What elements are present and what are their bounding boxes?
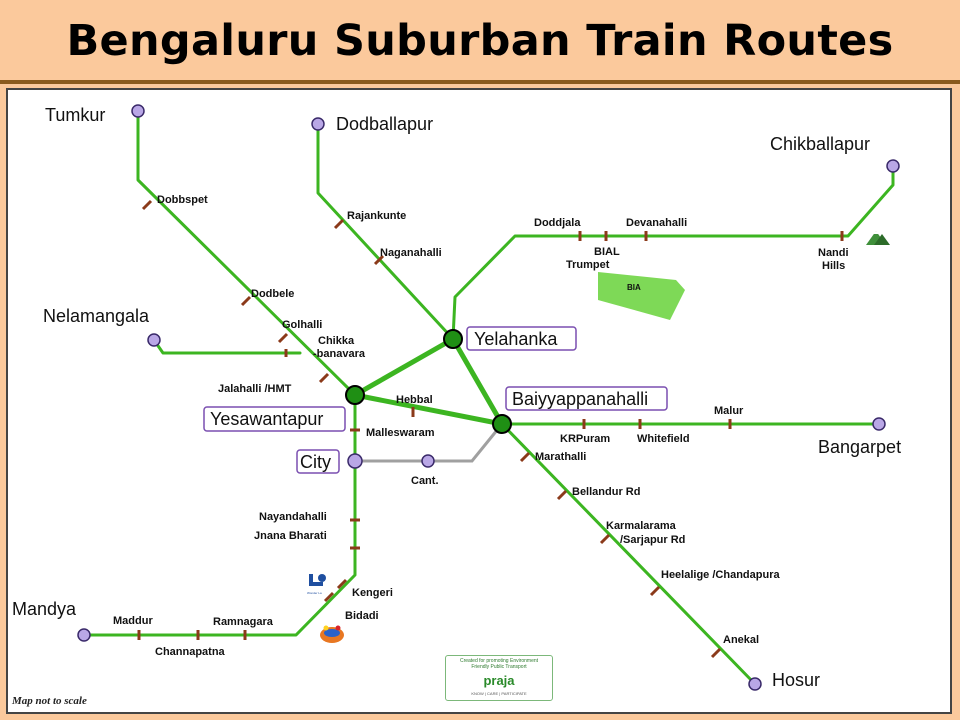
terminal-dodballapur-dot[interactable] (311, 117, 325, 131)
naganahalli-label: Naganahalli (380, 247, 442, 259)
jalahalli-label: Jalahalli /HMT (218, 383, 292, 395)
nelamangala-label: Nelamangala (43, 306, 150, 326)
dodbele-label: Dodbele (251, 288, 294, 300)
praja-footer: KNOW | CARE | PARTICIPATE (471, 691, 527, 696)
doddjala-label: Doddjala (534, 217, 581, 229)
hub-yesawantapur-dot[interactable] (345, 385, 365, 405)
terminal-bangarpet-dot[interactable] (872, 417, 886, 431)
bial-label: BIAL (594, 246, 620, 258)
terminal-hosur-dot[interactable] (748, 677, 762, 691)
map-panel (6, 88, 952, 714)
wonderla-logo-icon: Wonder La (307, 570, 329, 595)
yelahanka-label: Yelahanka (474, 329, 558, 349)
map-not-to-scale-note: Map not to scale (12, 695, 87, 707)
route-dodballapur-yelahanka (316, 122, 455, 341)
baiyyappanahalli-label-box (505, 386, 668, 411)
svg-text:Wonder La: Wonder La (307, 591, 322, 595)
cant-station-dot[interactable] (421, 454, 435, 468)
yesawantapur-label: Yesawantapur (210, 409, 323, 429)
rajankunte-label: Rajankunte (347, 210, 406, 222)
maddur-label: Maddur (113, 615, 153, 627)
route-hosur (500, 422, 757, 686)
anekal-label: Anekal (723, 634, 759, 646)
bellandur-label: Bellandur Rd (572, 486, 640, 498)
yelahanka-label-box (466, 326, 577, 351)
hills-label: Hills (822, 260, 845, 272)
baiyyappanahalli-label: Baiyyappanahalli (512, 389, 648, 409)
devanahalli-label: Devanahalli (626, 217, 687, 229)
nayandahalli-label: Nayandahalli (259, 511, 327, 523)
kengeri-label: Kengeri (352, 587, 393, 599)
route-mandya (82, 393, 357, 637)
cant-label: Cant. (411, 475, 439, 487)
hub-baiyyappanahalli-dot[interactable] (492, 414, 512, 434)
city-label: City (300, 452, 331, 472)
route-chikballapur-yelahanka (451, 164, 895, 341)
whitefield-label: Whitefield (637, 433, 690, 445)
malleswaram-label: Malleswaram (366, 427, 435, 439)
bia-label: BIA (627, 283, 641, 292)
route-city-cant (355, 423, 504, 463)
jnana-bharati-label: Jnana Bharati (254, 530, 327, 542)
route-tumkur-yesawantapur (136, 109, 357, 397)
terminal-nelamangala-dot[interactable] (147, 333, 161, 347)
golhalli-label: Golhalli (282, 319, 322, 331)
chikkabanavara-label: -banavara (313, 348, 366, 360)
ramnagara-label: Ramnagara (213, 616, 274, 628)
karmalarama-label: Karmalarama (606, 520, 677, 532)
title-banner: Bengaluru Suburban Train Routes (0, 0, 960, 84)
channapatna-label: Channapatna (155, 646, 226, 658)
bidadi-label: Bidadi (345, 610, 379, 622)
mandya-label: Mandya (12, 599, 77, 619)
yesawantapur-label-box (203, 406, 346, 432)
bia-airport-area (598, 272, 685, 320)
hosur-label: Hosur (772, 670, 820, 690)
terminal-tumkur-dot[interactable] (131, 104, 145, 118)
city-station-dot[interactable] (347, 453, 363, 469)
hebbal-label: Hebbal (396, 394, 433, 406)
city-label-box (296, 449, 340, 474)
tumkur-label: Tumkur (45, 105, 105, 125)
route-yelahanka-baiyyappanahalli (450, 336, 505, 427)
trumpet-label: Trumpet (566, 259, 610, 271)
terminal-chikballapur-dot[interactable] (886, 159, 900, 173)
route-yelahanka-yesawantapur (352, 336, 456, 398)
heelalige-label: Heelalige /Chandapura (661, 569, 780, 581)
chikballapur-label: Chikballapur (770, 134, 870, 154)
krpuram-label: KRPuram (560, 433, 610, 445)
sarjapur-label: /Sarjapur Rd (620, 534, 685, 546)
mountain-icon (866, 231, 890, 245)
dodballapur-label: Dodballapur (336, 114, 433, 134)
hub-yelahanka-dot[interactable] (443, 329, 463, 349)
nandi-label: Nandi (818, 247, 849, 259)
bangarpet-label: Bangarpet (818, 437, 901, 457)
station-ticks (137, 199, 844, 659)
terminal-mandya-dot[interactable] (77, 628, 91, 642)
route-yesawantapur-baiyyappanahalli (352, 392, 505, 427)
page-title: Bengaluru Suburban Train Routes (66, 16, 894, 66)
dobbspet-label: Dobbspet (157, 194, 208, 206)
marathalli-label: Marathalli (535, 451, 586, 463)
chikka-label: Chikka (318, 335, 355, 347)
malur-label: Malur (714, 405, 744, 417)
amusement-park-icon (320, 625, 344, 643)
praja-brand: praja (483, 673, 515, 688)
route-nelamangala (152, 338, 302, 355)
